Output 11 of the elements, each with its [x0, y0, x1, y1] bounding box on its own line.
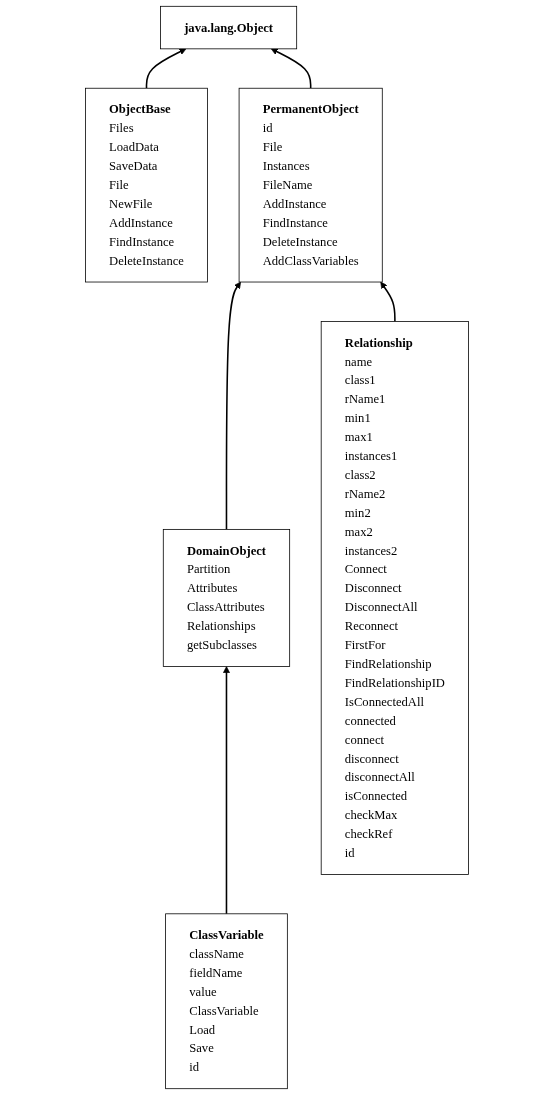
node-box: PermanentObject id File Instances FileName AddInstance FindInstance DeleteInstance AddClassVariables [238, 87, 383, 283]
node-box: Relationship name class1 rName1 min1 max1 instances1 class2 rName2 min2 max2 instances2 Connect Disconnect DisconnectAll Reconnect FirstFor FindRelationship FindRelationshipID IsConnectedAll connected connect disconnect disconnectAll isConnected checkMax checkRef id [320, 321, 469, 875]
arrow [270, 48, 312, 90]
node-box: DomainObject Partition Attributes ClassAttributes Relationships getSubclasses [162, 529, 291, 667]
arrow [223, 666, 230, 915]
node-box: java.lang.Object [160, 5, 298, 50]
arrow [225, 281, 241, 531]
arrow [145, 48, 187, 90]
node-box: ObjectBase Files LoadData SaveData File NewFile AddInstance FindInstance DeleteInstance [85, 87, 208, 283]
node-box: ClassVariable className fieldName value ClassVariable Load Save id [165, 913, 288, 1090]
arrow [380, 281, 396, 323]
